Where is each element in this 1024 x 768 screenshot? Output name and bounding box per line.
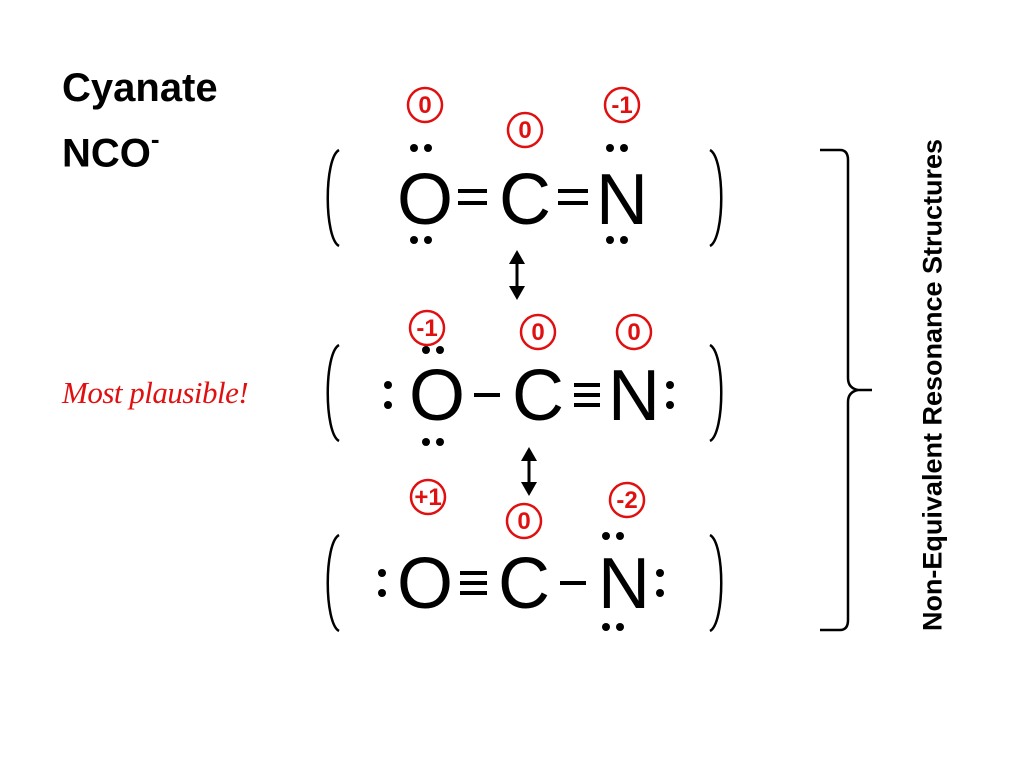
charge-2-C: 0 (531, 319, 544, 346)
resonance-arrows (509, 250, 537, 496)
charge-circles (406, 86, 653, 540)
charge-1-O: 0 (418, 92, 431, 119)
lone-pairs (410, 144, 628, 244)
structure-3: O C N (378, 532, 664, 631)
charge-2-O: -1 (416, 315, 437, 342)
atom-O: O (397, 544, 453, 624)
charge-1-C: 0 (518, 117, 531, 144)
charge-3-C: 0 (517, 508, 530, 535)
bracket-right-1 (709, 148, 723, 248)
charge-3-N: -2 (616, 487, 637, 514)
atom-N: N (608, 356, 660, 436)
charge-2-N: 0 (627, 319, 640, 346)
bracket-left-3 (326, 533, 340, 633)
lone-pairs (378, 532, 664, 631)
atom-N: N (598, 544, 650, 624)
atom-C: C (498, 544, 550, 624)
bracket-left-1 (326, 148, 340, 248)
curly-brace (820, 148, 872, 632)
bracket-right-2 (709, 343, 723, 443)
title-cyanate: Cyanate (62, 66, 218, 110)
structure-1: O C N (397, 144, 648, 244)
formula-charge: - (150, 124, 160, 154)
formula-base: NCO (62, 131, 151, 176)
resonance-arrow-2 (521, 447, 537, 496)
resonance-arrow-1 (509, 250, 525, 300)
structure-2: O C N (384, 346, 674, 446)
formula-nco: NCO- (62, 126, 160, 176)
atom-O: O (397, 160, 453, 240)
most-plausible-note: Most plausible! (62, 375, 249, 410)
lone-pairs (384, 346, 674, 446)
atom-C: C (499, 160, 551, 240)
atom-C: C (512, 356, 564, 436)
bracket-right-3 (709, 533, 723, 633)
charge-3-O: +1 (414, 484, 441, 511)
charge-1-N: -1 (611, 92, 632, 119)
atom-O: O (409, 356, 465, 436)
bracket-left-2 (326, 343, 340, 443)
atom-N: N (596, 160, 648, 240)
